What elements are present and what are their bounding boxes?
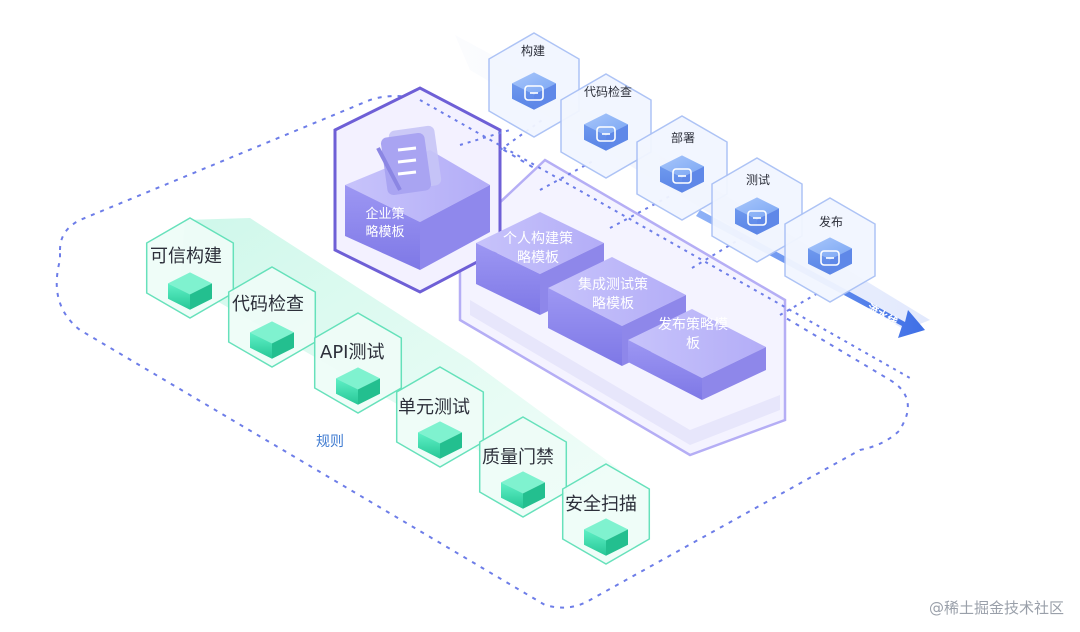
publish-icon — [820, 250, 840, 266]
rule-hex-4 — [395, 366, 485, 468]
pipeline-stage-5 — [784, 197, 876, 303]
rule-label-3: API测试 — [320, 342, 385, 363]
watermark: @稀土掘金技术社区 — [928, 599, 1064, 617]
enterprise-template-label: 企业策略模板 — [365, 207, 405, 240]
rule-label-4: 单元测试 — [398, 397, 470, 418]
rules-region-border — [55, 95, 909, 609]
rule-hex-1 — [145, 217, 235, 319]
pipeline-stage-label-publish: 发布 — [819, 215, 844, 229]
pipeline-stage-label-build: 构建 — [521, 44, 546, 58]
pipeline-stage-label-code-check: 代码检查 — [584, 85, 633, 99]
deploy-icon — [672, 168, 692, 184]
sub-template-label-3: 发布策略模板 — [658, 317, 728, 352]
rule-label-6: 安全扫描 — [565, 494, 637, 515]
rule-hex-5 — [478, 416, 568, 518]
document-icon — [376, 125, 442, 196]
pipeline-stage-label-test: 测试 — [746, 173, 771, 187]
code-check-icon — [596, 126, 616, 142]
pipeline-stage-4 — [711, 157, 803, 263]
pipeline-stage-3 — [636, 115, 728, 221]
rule-hexes — [145, 217, 651, 565]
sub-template-cube-3 — [628, 309, 766, 400]
test-icon — [747, 210, 767, 226]
pipeline-stage-1 — [488, 32, 580, 138]
rule-label-1: 可信构建 — [150, 246, 222, 267]
pipeline-stages — [488, 32, 876, 303]
sub-template-label-1: 个人构建策略模板 — [503, 231, 573, 266]
rule-label-5: 质量门禁 — [482, 447, 554, 468]
rules-region-label: 规则 — [316, 434, 344, 450]
pipeline-stage-2 — [560, 73, 652, 179]
rule-label-2: 代码检查 — [232, 294, 304, 315]
rule-hex-6 — [561, 463, 651, 565]
rule-hex-2 — [227, 266, 317, 368]
pipeline-stage-label-deploy: 部署 — [671, 131, 696, 145]
rule-hex-3 — [313, 312, 403, 414]
sub-template-label-2: 集成测试策略模板 — [578, 277, 648, 312]
build-icon — [524, 85, 544, 101]
